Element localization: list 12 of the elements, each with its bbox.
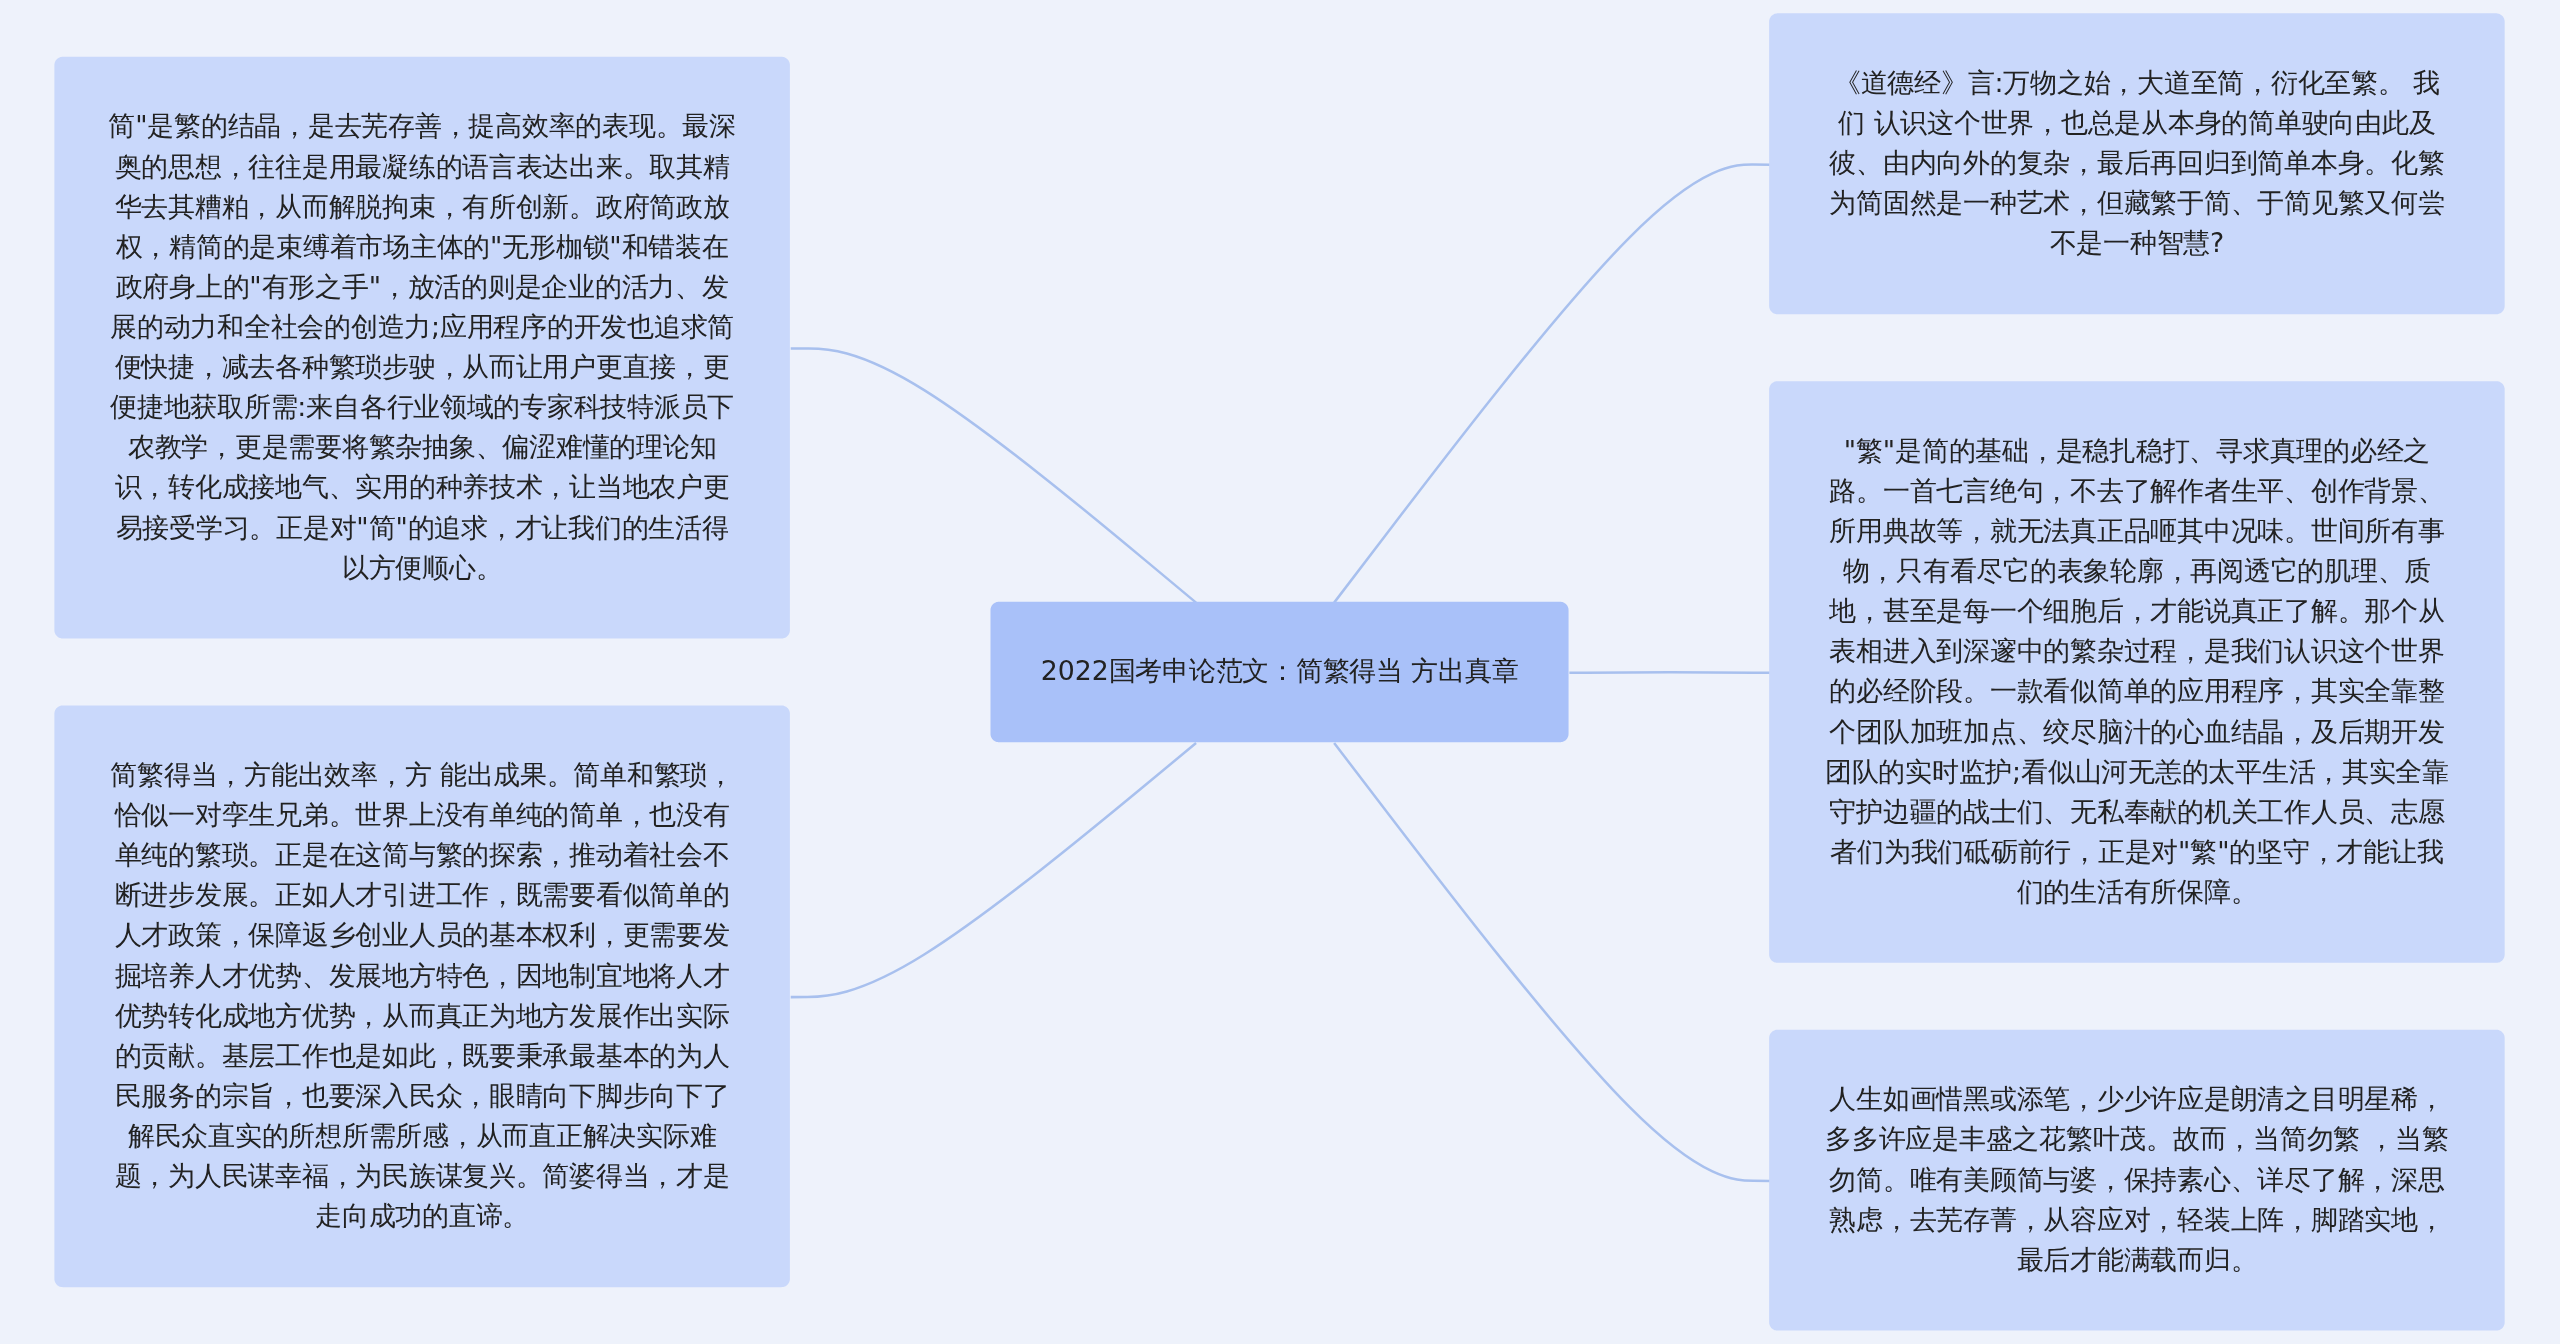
connector bbox=[791, 347, 1198, 604]
node-box bbox=[1769, 381, 2506, 963]
node-box bbox=[54, 56, 791, 639]
node-box bbox=[1769, 1029, 2506, 1331]
connector bbox=[1333, 742, 1771, 1183]
node-box bbox=[54, 705, 791, 1288]
node-box bbox=[1769, 13, 2506, 315]
node-box bbox=[990, 601, 1570, 743]
connector bbox=[1333, 163, 1771, 604]
mind-map: 2022国考申论范文：简繁得当 方出真章 简"是繁的结晶，是去芜存善，提高效率的表现。最深奥的思想，往往是用最凝练的语言表达出来。取其精华去其糟粕，从而解脱拘束，有所创新。政府简政放权，精简的是束缚着市场主体的"无形枷锁"和错装在政府身上的"有形之手"，放活的则是企业的活力、发展的动力和全社会的创造力;应用程序的开发也追求简便快捷，减去各种繁琐步驶，从而让用户更直接，更便捷地获取所需:来自各行业领域的专家科技特派员下农教学，更是需要将繁杂抽象、偏涩难懂的理论知识，转化成接地气、实用的种养技术，让当地农户更易接受学习。正是对"简"的追求，才让我们的生活得以方便顺心。 简繁得当，方能出效率，方 能出成果。简单和繁琐，恰似一对孪生兄弟。世界上没有单纯的简单，也没有单纯的繁琐。正是在这简与繁的探索，推动着社会不断进步发展。正如人才引进工作，既需要看似简单的人才政策，保障返乡创业人员的基本权利，更需要发掘培养人才优势、发展地方特色，因地制宜地将人才优势转化成地方优势，从而真正为地方发展作出实际的贡献。基层工作也是如此，既要秉承最基本的为人民服务的宗旨，也要深入民众，眼睛向下脚步向下了解民众直实的所想所需所感，从而直正解决实际难题，为人民谋幸福，为民族谋复兴。简婆得当，才是走向成功的直谛。 《道德经》言:万物之始，大道至简，衍化至繁。 我们 认识这个世界，也总是从本身的简单驶向由此及彼、由内向外的复杂，最后再回归到简单本身。化繁为简固然是一种艺术，但藏繁于简、于简见繁又何尝不是一种智慧? "繁"是简的基础，是稳扎稳打、寻求真理的必经之路。一首七言绝句，不去了解作者生平、创作背景、所用典故等，就无法真正品咂其中况味。世间所有事物，只有看尽它的表象轮廓，再阅透它的肌理、质地，甚至是每一个细胞后，才能说真正了解。那个从表相进入到深邃中的繁杂过程，是我们认识这个世界的必经阶段。一款看似简单的应用程序，其实全靠整个团队加班加点、绞尽脑汁的心血结晶，及后期开发团队的实时监护;看似山河无恙的太平生活，其实全靠守护边疆的战士们、无私奉献的机关工作人员、志愿者们为我们砥砺前行，正是对"繁"的坚守，才能让我们的生活有所保障。 人生如画惜黑或添笔，少少许应是朗清之目明星稀，多多许应是丰盛之花繁叶茂。故而，当简勿繁 ，当繁勿简。唯有美顾简与婆，保持素心、详尽了解，深思熟虑，去芜存菁，从容应对，轻装上阵，脚踏实地，最后才能满载而归。 bbox=[41, 0, 2519, 1344]
connector bbox=[791, 742, 1198, 999]
connector bbox=[1569, 671, 1771, 675]
